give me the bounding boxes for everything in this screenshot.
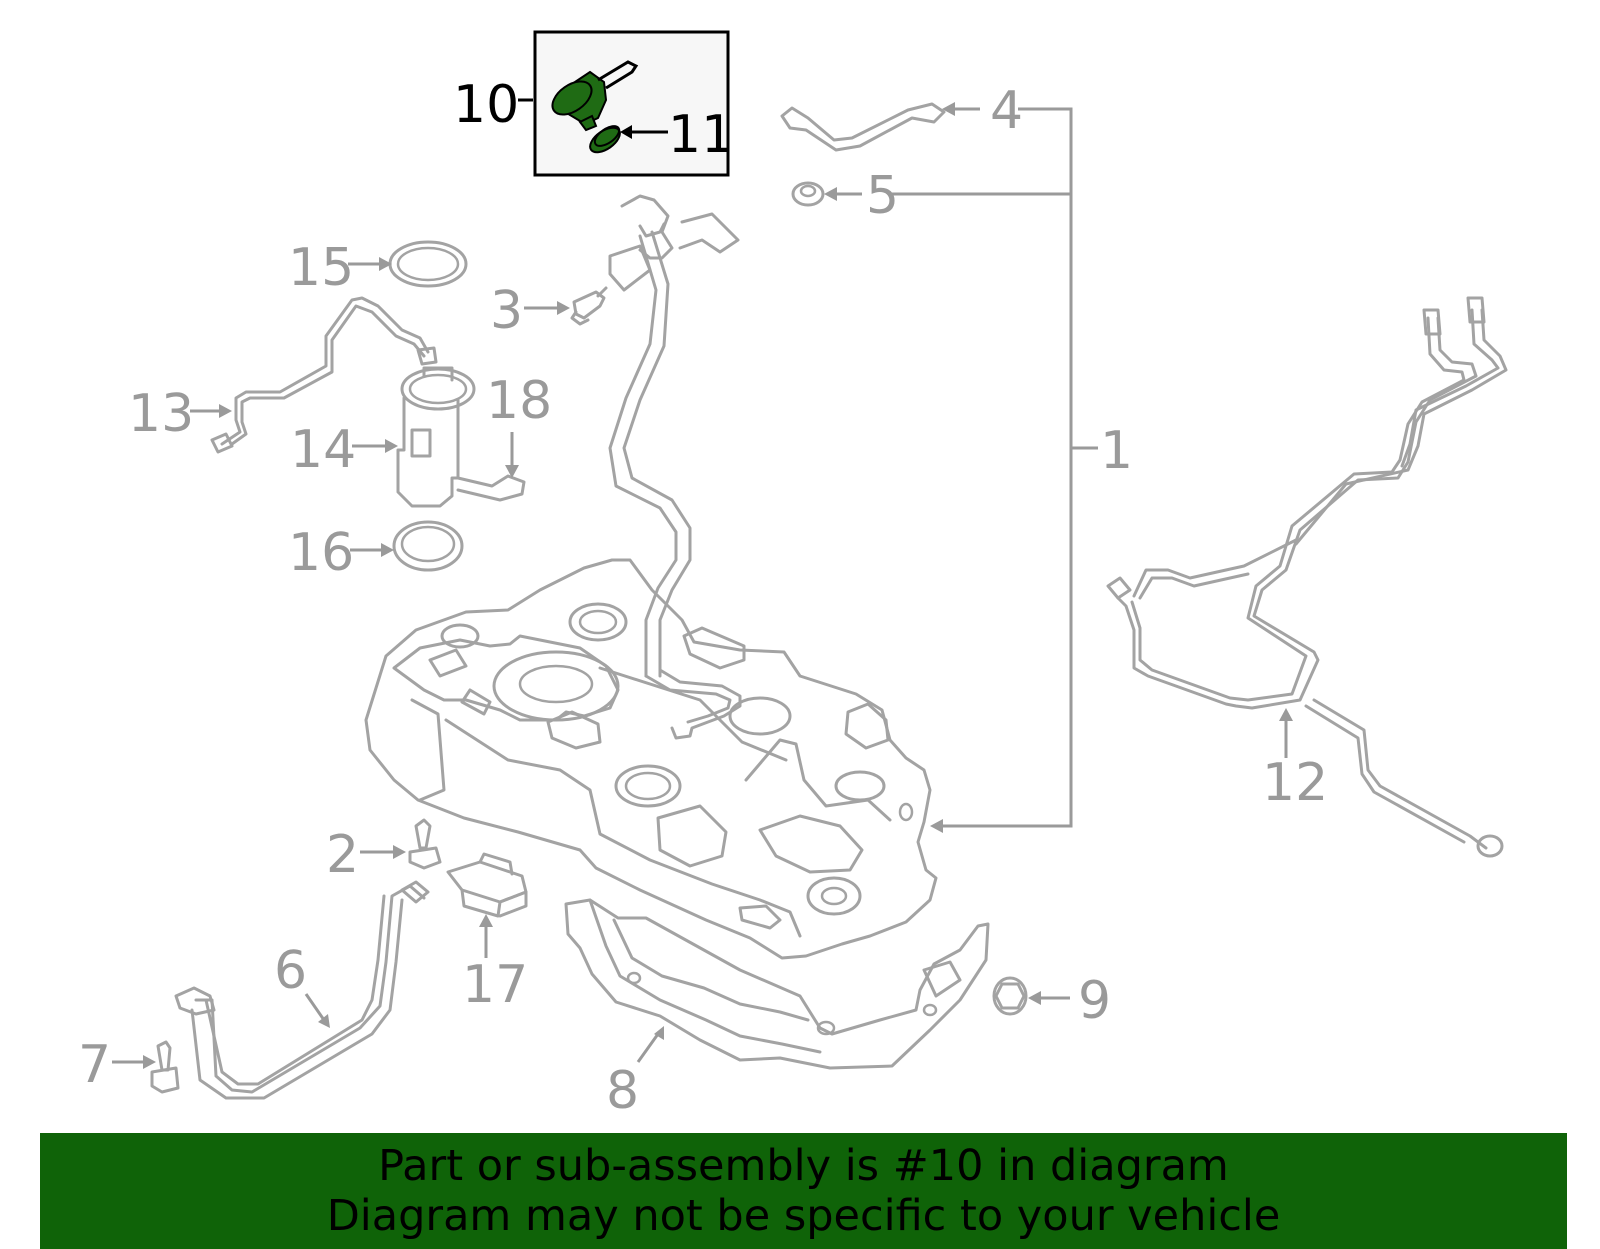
part-16-seal-ring bbox=[392, 520, 464, 572]
callout-12: 12 bbox=[1262, 753, 1328, 813]
filler-neck-pipe bbox=[608, 194, 742, 740]
callout-10: 10 bbox=[453, 75, 519, 135]
part-8-heat-shield bbox=[564, 898, 990, 1070]
callout-11: 11 bbox=[668, 105, 734, 165]
part-11-seal-ring-highlighted[interactable] bbox=[586, 122, 624, 157]
part-6-strap bbox=[174, 880, 430, 1100]
callout-4: 4 bbox=[990, 81, 1023, 141]
part-13-fuel-line bbox=[210, 296, 438, 454]
highlight-inset bbox=[518, 30, 730, 177]
part-3-bolt bbox=[570, 286, 608, 326]
callout-6: 6 bbox=[274, 941, 307, 1001]
fuel-tank bbox=[364, 558, 938, 960]
callout-13: 13 bbox=[128, 384, 194, 444]
callout-1: 1 bbox=[1100, 421, 1133, 481]
part-9-nut bbox=[992, 976, 1028, 1016]
callout-17: 17 bbox=[462, 955, 528, 1015]
part-7-bolt bbox=[150, 1040, 180, 1094]
part-4-vent-hose bbox=[780, 102, 946, 152]
callout-8: 8 bbox=[606, 1061, 639, 1121]
callout-18: 18 bbox=[486, 371, 552, 431]
part-2-bolt bbox=[408, 818, 442, 870]
banner-line-2: Diagram may not be specific to your vehi… bbox=[326, 1191, 1281, 1241]
info-banner: Part or sub-assembly is #10 in diagram D… bbox=[40, 1133, 1567, 1249]
callout-14: 14 bbox=[290, 420, 356, 480]
callout-5: 5 bbox=[866, 166, 899, 226]
callout-15: 15 bbox=[288, 238, 354, 298]
part-15-lock-ring bbox=[388, 240, 468, 288]
callout-9: 9 bbox=[1078, 971, 1111, 1031]
callout-3: 3 bbox=[490, 281, 523, 341]
callout-16: 16 bbox=[288, 523, 354, 583]
part-12-fuel-lines bbox=[1106, 296, 1508, 858]
part-5-grommet bbox=[791, 181, 825, 207]
part-10-filler-cap-highlighted[interactable] bbox=[547, 60, 639, 132]
callout-7: 7 bbox=[78, 1035, 111, 1095]
part-17-bracket bbox=[446, 852, 528, 918]
part-14-fuel-pump-module bbox=[396, 366, 526, 508]
banner-line-1: Part or sub-assembly is #10 in diagram bbox=[378, 1141, 1229, 1191]
callout-2: 2 bbox=[326, 825, 359, 885]
